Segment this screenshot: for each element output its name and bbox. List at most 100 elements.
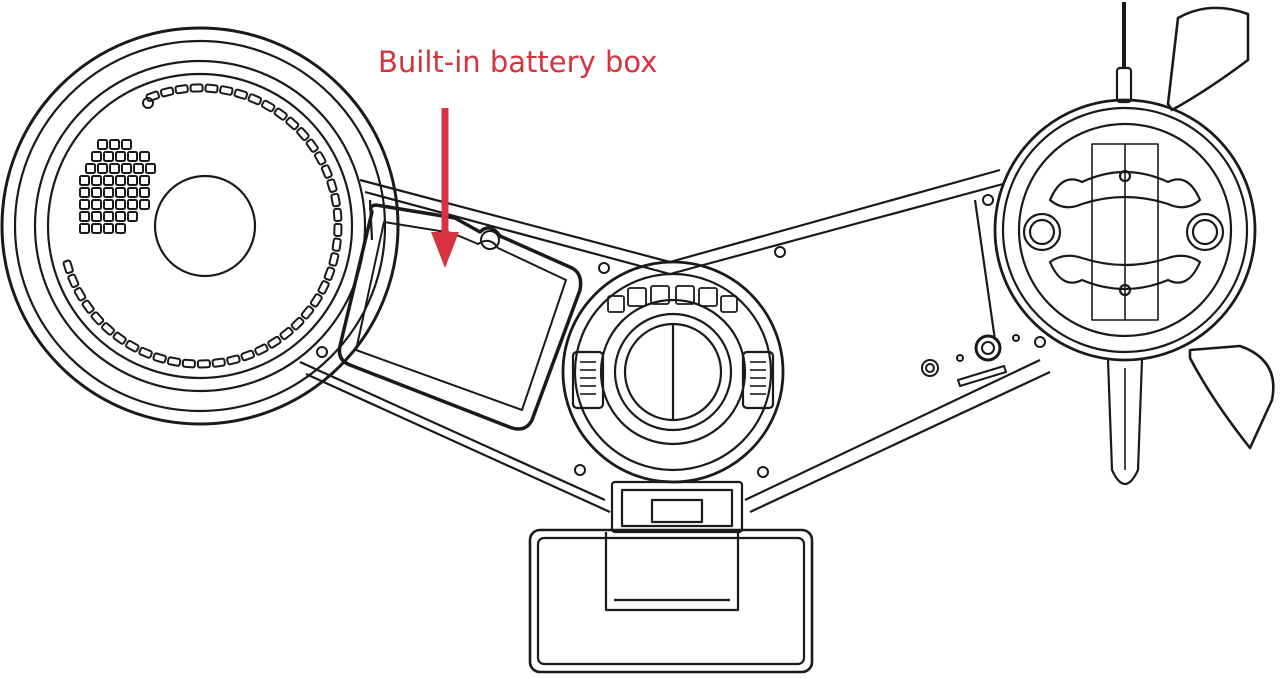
right-sensor-head [993,2,1257,486]
vent-hole [109,139,120,150]
vent-slot [204,83,219,94]
vent-slot [125,339,140,353]
vent-slot [285,116,300,131]
vent-slot [233,88,249,100]
vent-slot [174,84,189,95]
vent-slot [290,316,305,331]
vent-slot [326,178,338,193]
vent-hole [121,163,132,174]
vent-slot [279,326,294,341]
propeller-blades [1166,6,1275,450]
vent-slot [189,83,204,93]
vent-slot [300,305,315,320]
vent-hole [139,175,150,186]
vent-slot [273,107,288,121]
vent-hole [85,163,96,174]
vent-hole [127,151,138,162]
vent-slot [254,343,269,356]
vent-hole [97,139,108,150]
vent-hole [103,211,114,222]
vent-hole [91,199,102,210]
vent-slot [328,252,340,267]
bottom-mount [528,480,814,674]
vent-slot [267,335,282,349]
vent-slot [81,299,95,314]
vent-hole [79,199,90,210]
vent-slot [211,357,226,368]
vent-hole [103,187,114,198]
vent-slot [112,331,127,345]
vent-hole [115,223,126,234]
left-sensor-disc [0,26,400,426]
vent-hole [127,199,138,210]
vent-hole [115,175,126,186]
ports [921,334,1020,387]
vent-hole [79,187,90,198]
screws [142,97,1046,478]
vent-slot [309,293,323,308]
vent-slot [332,207,343,223]
vent-hole [115,151,126,162]
battery-box [337,203,583,431]
vent-slot [181,358,197,369]
vent-hole [103,223,114,234]
vent-hole [79,211,90,222]
vent-hole [91,211,102,222]
vent-slots [62,83,343,369]
vent-slot [305,138,319,153]
vent-slot [296,127,310,141]
vent-slot [317,280,330,295]
vent-hole [79,175,90,186]
center-hole [153,174,257,278]
vent-slot [166,356,182,367]
vent-slot [90,311,105,326]
vent-slot [333,222,343,237]
vent-hole [145,163,156,174]
vent-hole [127,211,138,222]
vent-slot [320,164,333,179]
vent-slot [73,286,87,302]
vent-hole [91,223,102,234]
vent-hole [127,175,138,186]
vent-hole [103,199,114,210]
vent-slot [219,85,234,96]
vent-slot [67,273,80,289]
vent-slot [152,352,167,364]
vent-slot [196,359,211,369]
vent-slot [138,346,153,359]
callout-arrow [431,108,459,268]
vent-slot [247,93,263,106]
vent-hole [115,211,126,222]
frame-arms [299,168,1051,514]
vent-hole [97,163,108,174]
vent-hole [139,199,150,210]
vent-slot [240,349,255,362]
battery-box-label: Built-in battery box [378,45,658,79]
vent-slot [159,86,175,98]
vent-hole [139,151,150,162]
vent-hole [133,163,144,174]
vent-hole [91,187,102,198]
vent-hole [103,151,114,162]
vent-hole [109,163,120,174]
vent-hole [103,175,114,186]
vent-hole [139,187,150,198]
center-hub [561,260,785,484]
vent-slot [260,99,276,113]
vent-slot [313,151,327,166]
vent-slot [331,237,342,252]
vent-hole [115,187,126,198]
vent-slot [330,192,341,208]
vent-grid [79,139,156,234]
vent-slot [101,322,115,336]
vent-hole [91,151,102,162]
vent-hole [115,199,126,210]
vent-hole [79,223,90,234]
vent-hole [121,139,132,150]
vent-slot [62,259,74,275]
vent-hole [127,187,138,198]
vent-hole [91,175,102,186]
vent-slot [323,266,336,281]
